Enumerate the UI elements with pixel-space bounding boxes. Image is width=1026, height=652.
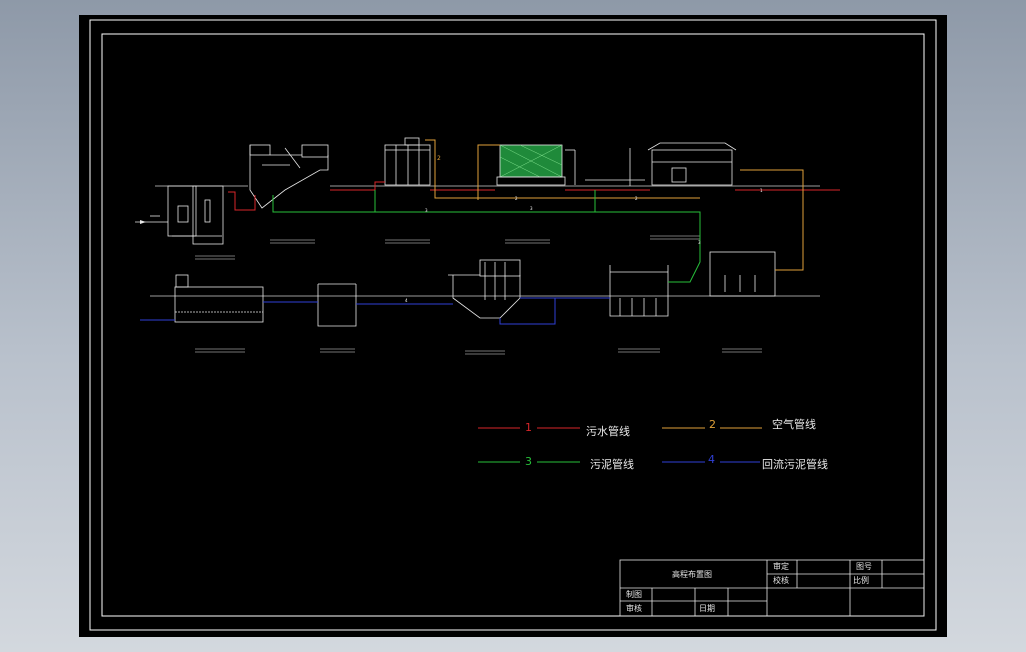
- sewage-pipeline: [228, 181, 840, 211]
- inner-frame: [101, 33, 925, 617]
- air-pipeline: [425, 139, 804, 271]
- svg-text:3: 3: [530, 206, 533, 211]
- sludge-pipeline: [272, 190, 701, 283]
- legend-num: 3: [525, 455, 532, 468]
- scale-label: 比例: [853, 575, 869, 585]
- legend-item-sludge: 3 污泥管线: [478, 455, 634, 471]
- date-label: 日期: [699, 604, 715, 613]
- legend-num: 2: [709, 418, 716, 431]
- bio-contact-tank: [496, 144, 576, 186]
- inlet-arrow: [140, 220, 146, 224]
- secondary-building: [585, 142, 737, 186]
- checker-label: 校核: [773, 575, 789, 585]
- legend-item-sewage: 1 污水管线: [478, 421, 630, 438]
- legend-item-return: 4 回流污泥管线: [662, 453, 828, 471]
- svg-text:2: 2: [635, 196, 638, 201]
- screen-and-lift-well: [135, 185, 224, 245]
- svg-text:2: 2: [515, 196, 518, 201]
- legend-label: 回流污泥管线: [762, 457, 828, 471]
- concentration-tank: [609, 265, 669, 317]
- legend: 1 污水管线 2 空气管线 3 污泥管线 4 回流污泥管线: [478, 417, 828, 471]
- drawing-no-label: 图号: [856, 562, 872, 571]
- digestion-tank: [448, 259, 521, 319]
- svg-text:2: 2: [437, 155, 441, 162]
- legend-item-air: 2 空气管线: [662, 417, 816, 431]
- legend-num: 1: [525, 421, 532, 434]
- drafter-label: 制图: [626, 589, 642, 599]
- primary-sedimentation-tank: [249, 144, 329, 209]
- legend-label: 污泥管线: [590, 457, 634, 471]
- sludge-drying-bed: [174, 274, 264, 323]
- legend-label: 空气管线: [772, 417, 816, 431]
- outer-frame: [89, 19, 937, 631]
- return-pipeline: [140, 297, 610, 325]
- blower-room: [709, 251, 776, 297]
- drawing-title: 高程布置图: [672, 569, 712, 579]
- title-block: [619, 559, 925, 617]
- structure-captions: [195, 235, 762, 355]
- title-block-text: 高程布置图 审定 校核 图号 比例 制图 审核 日期: [626, 561, 872, 613]
- svg-text:3: 3: [698, 240, 701, 245]
- sludge-well: [317, 283, 357, 327]
- auditor-label: 审核: [626, 603, 642, 613]
- svg-text:4: 4: [405, 298, 408, 303]
- svg-text:1: 1: [760, 188, 763, 193]
- legend-label: 污水管线: [586, 424, 630, 438]
- reviewer-label: 审定: [773, 561, 789, 571]
- svg-text:3: 3: [425, 208, 428, 213]
- aeration-tank: [384, 137, 431, 186]
- legend-num: 4: [708, 453, 715, 466]
- pipe-tags: 3 2 2 2 3 1 4 3: [405, 155, 763, 303]
- drawing-area: [79, 15, 947, 637]
